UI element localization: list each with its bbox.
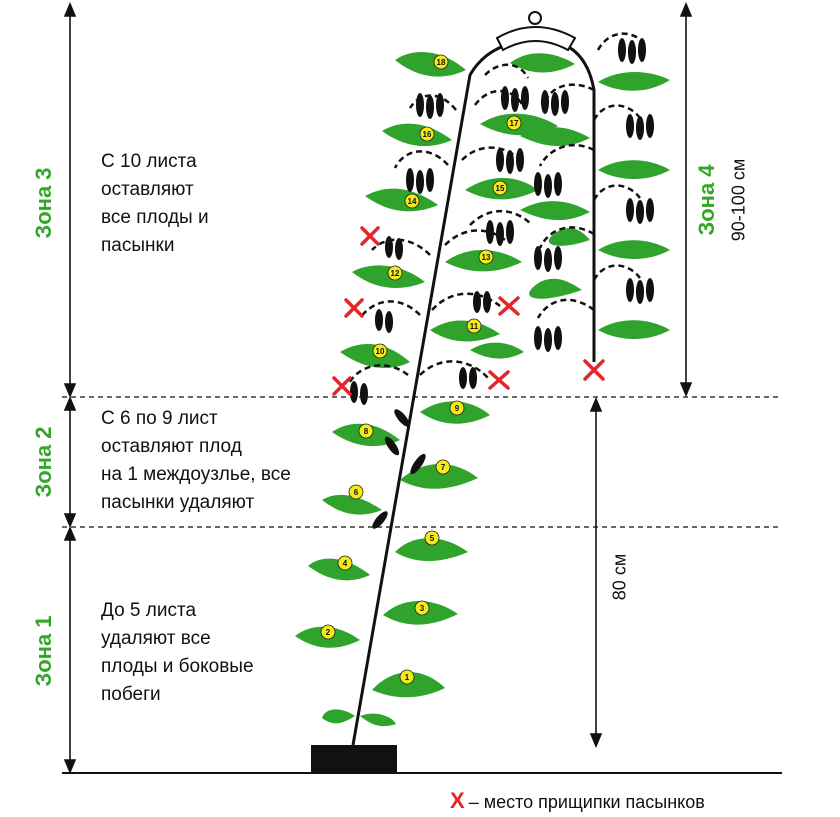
leaf-badge-10: 10 bbox=[372, 343, 388, 359]
pinch-legend-icon: X bbox=[450, 788, 465, 813]
leaf-badge-16: 16 bbox=[419, 126, 435, 142]
svg-text:11: 11 bbox=[470, 322, 479, 331]
svg-text:16: 16 bbox=[423, 130, 432, 139]
svg-text:13: 13 bbox=[482, 253, 491, 262]
leaf-badge-5: 5 bbox=[424, 530, 440, 546]
svg-text:12: 12 bbox=[391, 269, 400, 278]
pot bbox=[311, 745, 397, 773]
leaf-badge-14: 14 bbox=[404, 193, 420, 209]
leaf-badge-11: 11 bbox=[466, 318, 482, 334]
leaf-badge-12: 12 bbox=[387, 265, 403, 281]
leaf-badge-6: 6 bbox=[348, 484, 364, 500]
legend-text: – место прищипки пасынков bbox=[468, 792, 705, 812]
svg-text:9: 9 bbox=[455, 404, 460, 413]
zone1-description: До 5 листа удаляют все плоды и боковые п… bbox=[101, 600, 254, 705]
zone-height-arrows bbox=[63, 1, 693, 775]
svg-text:15: 15 bbox=[496, 184, 505, 193]
svg-text:6: 6 bbox=[354, 488, 359, 497]
zone3-label: Зона 3 bbox=[31, 167, 56, 239]
zone1-label: Зона 1 bbox=[31, 615, 56, 687]
leaf-badge-4: 4 bbox=[337, 555, 353, 571]
zone4-height-label: 90-100 см bbox=[728, 158, 749, 242]
zone3-description: С 10 листа оставляют все плоды и пасынки bbox=[101, 151, 209, 256]
svg-text:1: 1 bbox=[405, 673, 410, 682]
zone2-label: Зона 2 bbox=[31, 426, 56, 498]
svg-text:7: 7 bbox=[441, 463, 446, 472]
svg-text:17: 17 bbox=[510, 119, 519, 128]
leaf-badge-8: 8 bbox=[358, 423, 374, 439]
svg-text:4: 4 bbox=[343, 559, 348, 568]
leaf-badge-15: 15 bbox=[492, 180, 508, 196]
zone2-description: С 6 по 9 лист оставляют плод на 1 междоу… bbox=[101, 408, 291, 513]
svg-text:8: 8 bbox=[364, 427, 369, 436]
leaf-badge-3: 3 bbox=[414, 600, 430, 616]
leaf-badge-2: 2 bbox=[320, 624, 336, 640]
fruits bbox=[350, 38, 654, 529]
pinch-marks bbox=[332, 226, 605, 396]
svg-text:14: 14 bbox=[408, 197, 417, 206]
leaf-badge-18: 18 bbox=[433, 54, 449, 70]
svg-text:2: 2 bbox=[326, 628, 331, 637]
leaf-badge-17: 17 bbox=[506, 115, 522, 131]
svg-text:3: 3 bbox=[420, 604, 425, 613]
leaf-badge-13: 13 bbox=[478, 249, 494, 265]
svg-text:5: 5 bbox=[430, 534, 435, 543]
zone4-label: Зона 4 bbox=[694, 164, 719, 236]
leaf-badge-9: 9 bbox=[449, 400, 465, 416]
trellis-hook bbox=[495, 11, 577, 52]
svg-text:18: 18 bbox=[437, 58, 446, 67]
svg-text:10: 10 bbox=[376, 347, 385, 356]
leaf-badge-1: 1 bbox=[399, 669, 415, 685]
leaf-number-badges: 1 2 3 4 5 6 7 8 9 10 11 12 13 14 15 16 1… bbox=[320, 54, 522, 685]
leaf-badge-7: 7 bbox=[435, 459, 451, 475]
legend: X– место прищипки пасынков bbox=[450, 788, 705, 814]
height-80-label: 80 см bbox=[609, 553, 630, 601]
